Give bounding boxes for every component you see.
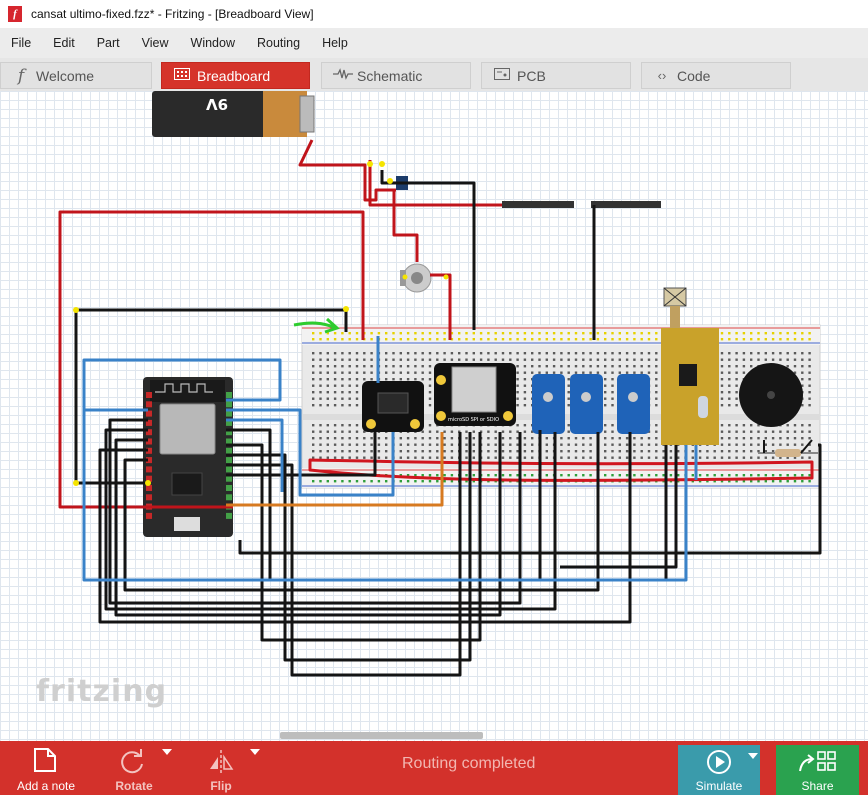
fritzing-watermark: fritzing — [36, 674, 168, 709]
tab-code-label: Code — [677, 67, 711, 84]
tab-breadboard[interactable]: Breadboard — [161, 62, 310, 89]
horizontal-scrollbar[interactable] — [280, 732, 483, 739]
fritzing-app-icon: f — [8, 6, 22, 22]
rotate-label: Rotate — [115, 779, 153, 793]
microsd-label: microSD SPI or SDIO — [448, 417, 499, 423]
window-title: cansat ultimo-fixed.fzz* - Fritzing - [B… — [31, 7, 314, 21]
rotate-button[interactable]: Rotate — [100, 741, 172, 795]
flip-dropdown-icon[interactable] — [250, 749, 260, 755]
buzzer[interactable] — [739, 363, 803, 427]
view-tabs: f Welcome Breadboard Schematic PCB ‹› Co… — [0, 58, 868, 91]
resistor[interactable] — [758, 449, 818, 457]
header-strip-right — [591, 201, 661, 208]
rotate-dropdown-icon[interactable] — [162, 749, 172, 755]
tab-code[interactable]: ‹› Code — [641, 62, 791, 89]
bottom-toolbar: Add a note Rotate Flip Routing completed… — [0, 741, 868, 795]
connection-points — [73, 161, 449, 486]
routing-status: Routing completed — [402, 755, 536, 772]
menu-bar: File Edit Part View Window Routing Help — [0, 28, 868, 58]
rotate-icon — [121, 749, 143, 774]
menu-routing[interactable]: Routing — [256, 36, 301, 50]
esp32-board[interactable] — [143, 377, 233, 537]
header-strip-left — [502, 201, 574, 208]
share-label: Share — [801, 779, 834, 793]
menu-help[interactable]: Help — [322, 36, 348, 50]
fritzing-f-icon: f — [17, 65, 25, 86]
title-bar: f cansat ultimo-fixed.fzz* - Fritzing - … — [0, 0, 868, 28]
breadboard-canvas[interactable]: 9V — [0, 91, 868, 741]
blue-sensor-1[interactable] — [532, 374, 565, 434]
flip-button[interactable]: Flip — [190, 741, 260, 795]
esp32-pins — [146, 392, 232, 519]
simulate-dropdown-icon[interactable] — [748, 753, 758, 759]
play-icon — [707, 750, 731, 774]
circuit-drawing: 9V — [58, 91, 822, 677]
note-icon — [34, 748, 56, 772]
share-icon — [799, 751, 836, 772]
battery-label: 9V — [206, 95, 228, 113]
tab-pcb[interactable]: PCB — [481, 62, 631, 89]
flip-icon — [210, 750, 234, 774]
menu-part[interactable]: Part — [96, 36, 120, 50]
breadboard-icon — [173, 68, 191, 83]
code-icon: ‹› — [657, 68, 667, 83]
tab-welcome-label: Welcome — [36, 67, 95, 84]
menu-edit[interactable]: Edit — [53, 36, 75, 50]
add-note-label: Add a note — [16, 779, 76, 793]
simulate-label: Simulate — [695, 779, 743, 793]
green-arrow-annotation — [293, 317, 340, 334]
radio-module[interactable] — [661, 287, 719, 445]
blue-sensor-2[interactable] — [570, 374, 603, 434]
menu-window[interactable]: Window — [190, 36, 235, 50]
schematic-icon — [333, 68, 353, 83]
tab-pcb-label: PCB — [517, 67, 546, 84]
share-button[interactable]: Share — [776, 745, 859, 795]
battery-9v[interactable]: 9V — [152, 91, 315, 137]
menu-file[interactable]: File — [11, 36, 32, 50]
simulate-button[interactable]: Simulate — [678, 745, 760, 795]
blue-sensor-3[interactable] — [617, 374, 650, 434]
flip-label: Flip — [210, 779, 232, 793]
tab-schematic[interactable]: Schematic — [321, 62, 471, 89]
add-note-button[interactable]: Add a note — [10, 741, 82, 795]
menu-view[interactable]: View — [141, 36, 169, 50]
microsd-module[interactable]: microSD SPI or SDIO — [434, 363, 516, 426]
pcb-icon — [493, 68, 511, 83]
tab-breadboard-label: Breadboard — [197, 67, 271, 84]
wires — [58, 139, 822, 677]
tab-schematic-label: Schematic — [357, 67, 423, 84]
tab-welcome[interactable]: f Welcome — [0, 62, 152, 89]
